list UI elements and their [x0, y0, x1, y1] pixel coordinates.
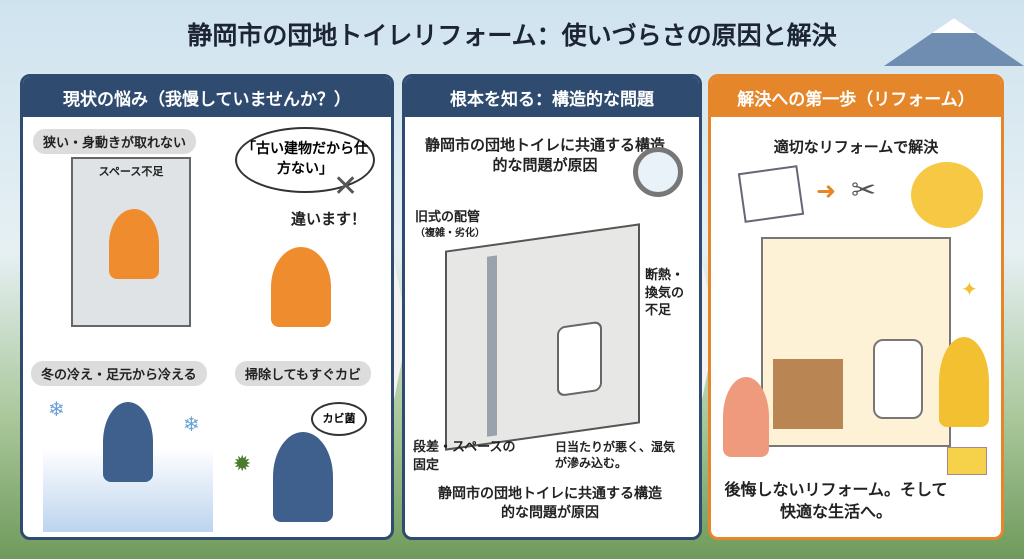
- label-narrow: 狭い・身動きが取れない: [33, 129, 197, 154]
- arrow-icon: ➜: [816, 177, 837, 205]
- intro-text: 適切なリフォームで解決: [773, 138, 939, 156]
- mount-fuji-illustration: [884, 18, 1024, 66]
- germ-icon: ✹: [233, 452, 252, 477]
- person-icon: [271, 247, 331, 327]
- pipe-icon: [487, 255, 497, 437]
- step-label: 段差・スペースの固定: [413, 440, 516, 473]
- panel-header: 現状の悩み（我慢していませんか？）: [23, 77, 391, 117]
- insulation-label: 断熱・換気の不足: [645, 268, 685, 319]
- new-toilet-icon: [911, 162, 983, 228]
- blueprint-icon: [737, 165, 805, 223]
- panel-solution: 解決への第一歩（リフォーム） 適切なリフォームで解決 ➜ ✂ ✦ 後悔しないリフ…: [708, 74, 1004, 540]
- panel-current-problems: 現状の悩み（我慢していませんか？） 狭い・身動きが取れない スペース不足 「古い…: [20, 74, 394, 540]
- label-mold: 掃除してもすぐカビ: [235, 361, 371, 386]
- snowflake-icon: ❄: [48, 397, 65, 421]
- summary-text: 静岡市の団地トイレに共通する構造的な問題が原因: [438, 486, 662, 521]
- person-icon: [103, 402, 153, 482]
- toilet-icon: [557, 320, 602, 397]
- intro-text: 静岡市の団地トイレに共通する構造的な問題が原因: [425, 136, 666, 175]
- humidity-label: 日当たりが悪く、湿気が滲み込む。: [555, 440, 676, 471]
- panel-header: 解決への第一歩（リフォーム）: [711, 77, 1001, 117]
- speech-bubble: 「古い建物だから仕方ない」: [235, 127, 375, 193]
- pipes-label: 旧式の配管: [415, 210, 481, 225]
- label-cold: 冬の冷え・足元から冷える: [31, 361, 207, 386]
- mold-illustration: カビ菌 ✹: [233, 392, 383, 532]
- panel-root-cause: 根本を知る：構造的な問題 静岡市の団地トイレに共通する構造的な問題が原因 旧式の…: [402, 74, 702, 540]
- cabinet-icon: [773, 359, 843, 429]
- page-title: 静岡市の団地トイレリフォーム：使いづらさの原因と解決: [187, 21, 837, 50]
- cross-icon: ✕: [333, 169, 359, 204]
- panel-header: 根本を知る：構造的な問題: [405, 77, 699, 117]
- person-icon: [939, 337, 989, 427]
- denial-text: 違います！: [291, 210, 367, 228]
- person-icon: [723, 377, 769, 457]
- snowflake-icon: ❄: [183, 412, 200, 436]
- toilet-icon: [873, 339, 923, 419]
- renovated-toilet-illustration: [761, 237, 951, 447]
- person-icon: [109, 209, 159, 279]
- mold-badge: カビ菌: [311, 402, 367, 436]
- narrow-toilet-illustration: スペース不足: [71, 157, 191, 327]
- person-icon: [273, 432, 333, 522]
- tools-icon: ✂: [851, 173, 877, 208]
- cold-toilet-illustration: ❄ ❄: [43, 392, 213, 532]
- magnifier-icon: [633, 147, 683, 197]
- sparkle-icon: ✦: [961, 277, 978, 301]
- toilet-cutaway-illustration: [445, 223, 640, 451]
- smiley-flag-icon: [947, 447, 987, 475]
- space-label: スペース不足: [98, 165, 164, 178]
- pipes-sublabel: （複雑・劣化）: [415, 228, 485, 239]
- closing-text: 後悔しないリフォーム。そして快適な生活へ。: [724, 480, 948, 521]
